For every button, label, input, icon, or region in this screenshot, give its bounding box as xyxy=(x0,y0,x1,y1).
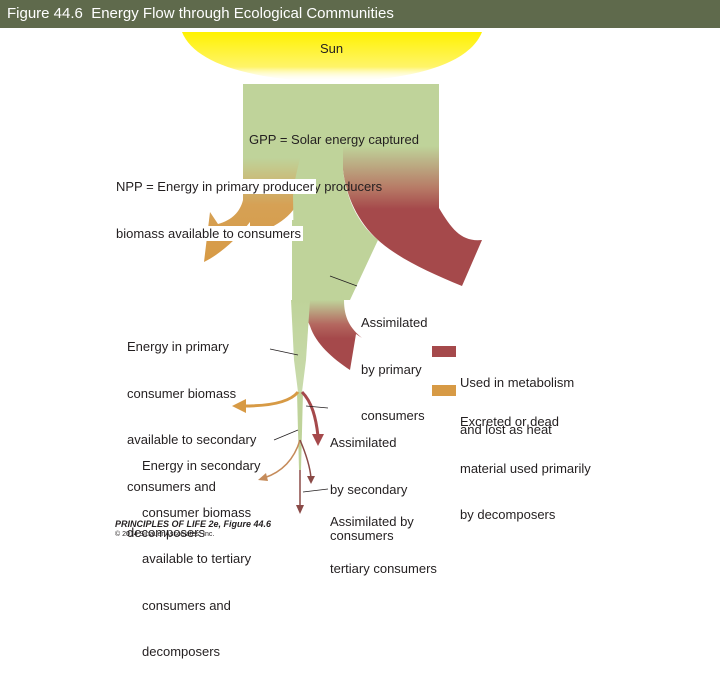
npp-label-line1: NPP = Energy in primary producer xyxy=(114,179,317,194)
assim-secondary-line1: Assimilated xyxy=(330,435,397,450)
energy-secondary-label: Energy in secondary consumer biomass ava… xyxy=(142,427,261,675)
legend-swatch-excreted xyxy=(432,385,456,396)
energy-secondary-line1: Energy in secondary xyxy=(142,458,261,473)
assim-primary-line2: by primary xyxy=(361,361,422,377)
npp-label: NPP = Energy in primary producer biomass… xyxy=(114,148,317,257)
energy-secondary-line2: consumer biomass xyxy=(142,504,252,520)
assim-secondary-line2: by secondary xyxy=(330,481,408,497)
secondary-heat-arrow xyxy=(300,390,320,437)
energy-primary-line5: decomposers xyxy=(127,525,206,540)
gpp-flow xyxy=(243,84,439,158)
secondary-decomposer-arrowhead xyxy=(232,399,246,413)
tertiary-decomposer-arrowhead xyxy=(258,473,268,481)
legend-metabolism-line2: and lost as heat xyxy=(460,421,552,437)
legend-metabolism-line1: Used in metabolism xyxy=(460,375,575,390)
secondary-decomposer-arrow xyxy=(243,390,300,408)
credit-copyright: © 2014 Sinauer Associates, Inc. xyxy=(115,531,215,538)
primary-heat-arrow xyxy=(306,300,362,370)
npp-label-line2: biomass available to consumers xyxy=(114,225,303,241)
energy-secondary-line3: available to tertiary xyxy=(142,551,252,566)
energy-secondary-line4: consumers and xyxy=(142,597,231,613)
gpp-label-line1: GPP = Solar energy captured xyxy=(249,132,419,147)
leader-energy-primary xyxy=(269,348,299,356)
tertiary-decomposer-arrow xyxy=(263,439,301,479)
legend-swatch-metabolism xyxy=(432,346,456,357)
primary-consumer-flow xyxy=(292,220,342,300)
energy-primary-line3: available to secondary xyxy=(127,432,257,447)
sun-shape xyxy=(182,32,482,82)
tertiary-heat-arrow xyxy=(299,439,312,479)
producer-heat-arrow xyxy=(343,146,482,286)
energy-secondary-line5: decomposers xyxy=(142,644,221,659)
assim-primary-line1: Assimilated xyxy=(361,315,428,330)
assim-tertiary-line2: tertiary consumers xyxy=(330,560,437,576)
energy-primary-label: Energy in primary consumer biomass avail… xyxy=(127,308,256,556)
secondary-heat-arrowhead xyxy=(312,434,324,446)
assim-tertiary-label: Assimilated by tertiary consumers xyxy=(330,483,437,592)
assim-tertiary-line1: Assimilated by xyxy=(330,514,414,529)
legend-excreted-label: Excreted or dead material used primarily… xyxy=(460,383,591,538)
assim-secondary-line3: consumers xyxy=(330,528,394,543)
leader-assim-primary xyxy=(329,275,358,287)
tertiary-heat-arrowhead xyxy=(307,476,315,484)
legend-excreted-line3: by decomposers xyxy=(460,507,556,522)
tertiary-flow-arrowhead xyxy=(296,505,304,514)
secondary-stem xyxy=(291,300,310,392)
tertiary-stem xyxy=(297,392,303,470)
legend-excreted-line2: material used primarily xyxy=(460,460,591,476)
energy-primary-line2: consumer biomass xyxy=(127,385,237,401)
figure-title: Figure 44.6 Energy Flow through Ecologic… xyxy=(7,5,394,22)
title-bar: Figure 44.6 Energy Flow through Ecologic… xyxy=(0,0,720,28)
energy-primary-line1: Energy in primary xyxy=(127,339,229,354)
assim-secondary-label: Assimilated by secondary consumers xyxy=(330,404,407,559)
legend-metabolism-label: Used in metabolism and lost as heat xyxy=(460,344,574,453)
legend-excreted-line1: Excreted or dead xyxy=(460,414,560,429)
credit-title: PRINCIPLES OF LIFE 2e, Figure 44.6 xyxy=(115,519,272,529)
sun-label: Sun xyxy=(320,41,344,56)
assim-primary-label: Assimilated by primary consumers xyxy=(361,284,427,439)
leader-energy-secondary xyxy=(273,429,299,441)
energy-primary-line4: consumers and xyxy=(127,478,216,494)
leader-assim-tertiary xyxy=(302,488,329,493)
leader-assim-secondary xyxy=(305,405,329,409)
assim-primary-line3: consumers xyxy=(361,408,425,423)
